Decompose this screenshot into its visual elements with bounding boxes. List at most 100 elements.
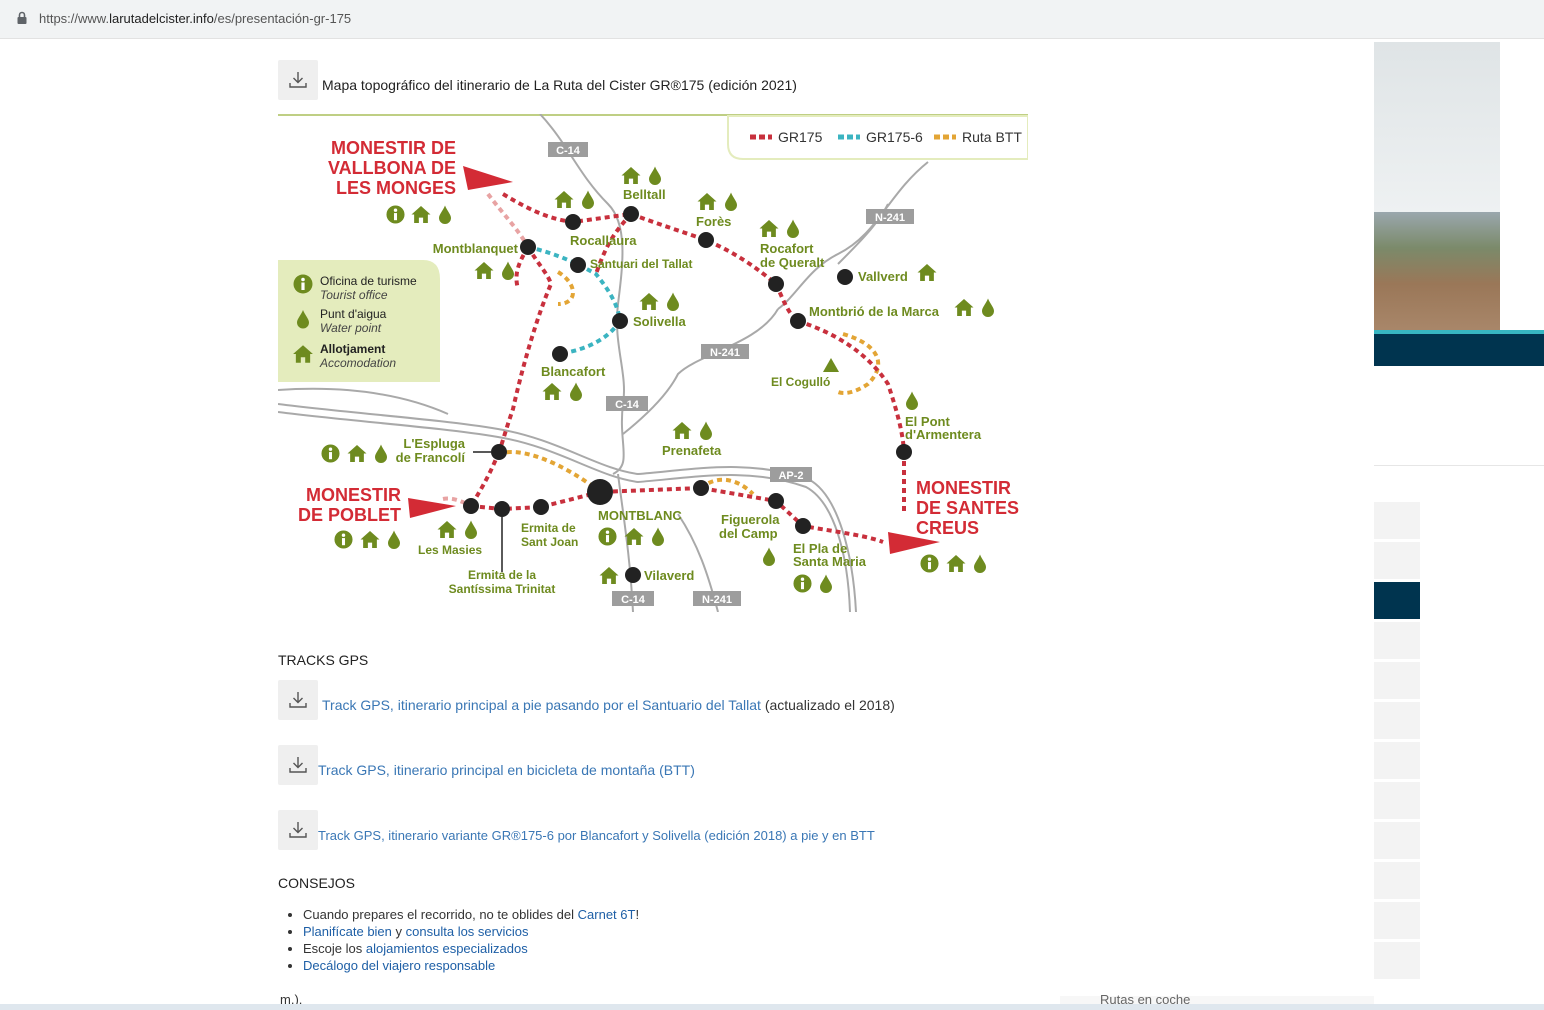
rutas-coche-link[interactable]: Rutas en coche <box>1100 992 1191 1007</box>
poblet-name: MONESTIR <box>306 485 401 505</box>
place-label: El Pla de <box>793 541 847 556</box>
decalogue-link[interactable]: Decálogo del viajero responsable <box>303 958 496 973</box>
key-tourist-ca: Oficina de turisme <box>320 274 417 288</box>
place-label: Vilaverd <box>644 568 694 583</box>
sidebar-box[interactable] <box>1374 782 1420 819</box>
santes-creus-name: CREUS <box>916 518 979 538</box>
road-label: C-14 <box>615 399 640 411</box>
plan-link[interactable]: Planifícate bien <box>303 924 392 939</box>
road-label: N-241 <box>710 347 740 359</box>
track-download-button-1[interactable] <box>278 680 318 720</box>
vallbona-marker <box>463 166 513 190</box>
footer-partial-text: m.). <box>280 992 303 1007</box>
legend-btt: Ruta BTT <box>962 129 1022 145</box>
legend-gr175-6: GR175-6 <box>866 129 923 145</box>
sidebar-box-active[interactable] <box>1374 582 1420 619</box>
info-icon <box>293 274 313 294</box>
download-icon <box>289 822 307 838</box>
place-label: de Francolí <box>396 450 466 465</box>
sidebar-box[interactable] <box>1374 862 1420 899</box>
sidebar-box[interactable] <box>1374 622 1420 659</box>
place-label: Solivella <box>633 314 687 329</box>
vallbona-name: MONESTIR DE <box>331 138 456 158</box>
lock-icon <box>17 11 27 24</box>
list-item: Cuando prepares el recorrido, no te obli… <box>303 906 639 923</box>
track-link-2[interactable]: Track GPS, itinerario principal en bicic… <box>318 762 695 778</box>
sidebar-photo-top <box>1374 42 1500 212</box>
url-text[interactable]: https://www.larutadelcister.info/es/pres… <box>39 11 352 26</box>
lodging-link[interactable]: alojamientos especializados <box>365 941 528 956</box>
legend-gr175: GR175 <box>778 129 823 145</box>
place-label: Montblanquet <box>433 241 519 256</box>
sidebar-divider <box>1374 465 1544 466</box>
track-link-3[interactable]: Track GPS, itinerario variante GR®175-6 … <box>318 828 875 843</box>
road-label: C-14 <box>556 145 581 157</box>
place-label: Rocafort <box>760 241 814 256</box>
place-label: Santuari del Tallat <box>590 257 692 271</box>
sidebar-photo <box>1374 212 1500 332</box>
sidebar-box[interactable] <box>1374 942 1420 979</box>
place-label: Belltall <box>623 187 666 202</box>
place-label: Les Masies <box>418 543 482 557</box>
gr175-6-route <box>527 245 622 356</box>
place-label: Montbrió de la Marca <box>809 304 940 319</box>
list-item: Escoje los alojamientos especializados <box>303 940 639 957</box>
symbol-key: Oficina de turisme Tourist office Punt d… <box>278 260 440 382</box>
track-link-1[interactable]: Track GPS, itinerario principal a pie pa… <box>322 697 761 713</box>
poblet-name: DE POBLET <box>298 505 401 525</box>
address-bar[interactable]: https://www.larutadelcister.info/es/pres… <box>0 0 1544 39</box>
place-label: Ermita de <box>521 521 576 535</box>
place-label: de Queralt <box>760 255 825 270</box>
road-label: N-241 <box>702 594 732 606</box>
place-label: Figuerola <box>721 512 780 527</box>
cogullo-peak-icon <box>823 358 839 372</box>
sidebar-box[interactable] <box>1374 662 1420 699</box>
place-label: Rocallaura <box>570 233 637 248</box>
sidebar-box[interactable] <box>1374 502 1420 539</box>
key-tourist-en: Tourist office <box>320 288 388 302</box>
santes-creus-marker <box>888 532 940 554</box>
sidebar-box[interactable] <box>1374 902 1420 939</box>
map-download-label[interactable]: Mapa topográfico del itinerario de La Ru… <box>322 77 797 93</box>
santes-creus-name: DE SANTES <box>916 498 1019 518</box>
place-label: Santa Maria <box>793 554 867 569</box>
place-label: Prenafeta <box>662 443 722 458</box>
sidebar-box[interactable] <box>1374 822 1420 859</box>
map-download-button[interactable] <box>278 60 318 100</box>
list-item: Planifícate bien y consulta los servicio… <box>303 923 639 940</box>
road-label: C-14 <box>621 594 646 606</box>
key-lodging-en: Accomodation <box>319 356 396 370</box>
key-water-ca: Punt d'aigua <box>320 307 387 321</box>
list-item: Decálogo del viajero responsable <box>303 957 639 974</box>
track-download-button-2[interactable] <box>278 745 318 785</box>
bottom-scrollbar[interactable] <box>0 1004 1544 1010</box>
place-label: del Camp <box>719 526 778 541</box>
sidebar-banner <box>1374 334 1544 366</box>
vallbona-name: VALLBONA DE <box>328 158 456 178</box>
download-icon <box>289 72 307 88</box>
route-map: C-14 N-241 N-241 C-14 AP-2 C-14 N-241 GR… <box>278 114 1028 612</box>
track-download-button-3[interactable] <box>278 810 318 850</box>
sidebar-box[interactable] <box>1374 742 1420 779</box>
santes-creus-name: MONESTIR <box>916 478 1011 498</box>
services-link[interactable]: consulta los servicios <box>405 924 529 939</box>
place-label: Sant Joan <box>521 535 578 549</box>
download-icon <box>289 757 307 773</box>
place-label: El Pont <box>905 414 950 429</box>
sidebar-accent-bar <box>1374 330 1544 334</box>
place-label: El Cogulló <box>771 375 830 389</box>
route-nodes <box>463 206 912 583</box>
place-label: Vallverd <box>858 269 908 284</box>
key-water-en: Water point <box>320 321 382 335</box>
place-label: Santíssima Trinitat <box>449 582 556 596</box>
road-label: N-241 <box>875 212 905 224</box>
carnet-link[interactable]: Carnet 6T <box>577 907 636 922</box>
place-label: Ermita de la <box>468 568 536 582</box>
place-label: L'Espluga <box>403 436 465 451</box>
tracks-heading: TRACKS GPS <box>278 652 369 668</box>
tips-list: Cuando prepares el recorrido, no te obli… <box>286 906 639 974</box>
track-note-1: (actualizado el 2018) <box>764 697 895 713</box>
sidebar-box[interactable] <box>1374 542 1420 579</box>
tips-heading: CONSEJOS <box>278 875 356 891</box>
sidebar-box[interactable] <box>1374 702 1420 739</box>
